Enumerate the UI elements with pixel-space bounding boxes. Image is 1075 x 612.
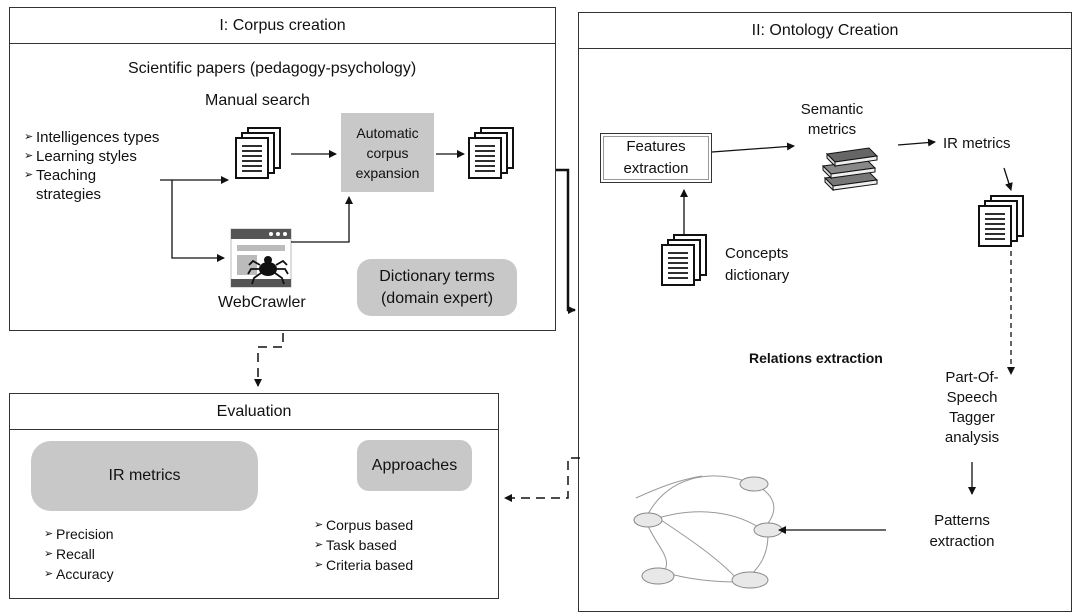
corpus-to-evaluation-connector xyxy=(254,333,284,387)
concepts-dictionary-label: Concepts dictionary xyxy=(725,245,790,284)
approach-list: Corpus based Task based Criteria based xyxy=(314,515,454,575)
topics-list: Intelligences types Learning styles Teac… xyxy=(24,128,164,204)
approach-item: Criteria based xyxy=(314,555,454,575)
metric-text: Precision xyxy=(56,526,114,542)
ontology-ir-metrics-label: IR metrics xyxy=(943,135,1011,152)
patterns-extraction-label: Patterns extraction xyxy=(929,512,995,550)
approach-item: Corpus based xyxy=(314,515,454,535)
topic-item: Intelligences types xyxy=(24,128,164,147)
corpus-subtitle: Scientific papers (pedagogy-psychology) xyxy=(128,60,417,77)
topic-text: Teaching strategies xyxy=(36,167,102,203)
manual-search-label: Manual search xyxy=(205,92,310,109)
semantic-metrics-label: Semantic metrics xyxy=(800,101,864,138)
ontology-creation-panel: II: Ontology Creation xyxy=(578,12,1072,612)
topic-item: Teaching strategies xyxy=(24,166,164,204)
webcrawler-label: WebCrawler xyxy=(218,294,306,311)
ontology-creation-title: II: Ontology Creation xyxy=(579,13,1071,49)
evaluation-title: Evaluation xyxy=(10,394,498,430)
automatic-corpus-expansion-box: Automatic corpus expansion xyxy=(341,113,434,192)
topic-text: Intelligences types xyxy=(36,129,160,146)
topic-text: Learning styles xyxy=(36,148,137,165)
metric-item: Accuracy xyxy=(44,564,164,584)
approach-item: Task based xyxy=(314,535,454,555)
pos-tagger-label: Part-Of- Speech Tagger analysis xyxy=(944,369,1000,446)
corpus-creation-title: I: Corpus creation xyxy=(10,8,555,44)
approach-text: Task based xyxy=(326,537,397,553)
metric-item: Recall xyxy=(44,544,164,564)
metric-text: Recall xyxy=(56,546,95,562)
corpus-to-ontology-connector xyxy=(556,168,576,314)
approach-text: Corpus based xyxy=(326,517,414,533)
metric-text: Accuracy xyxy=(56,566,114,582)
dictionary-terms-box: Dictionary terms (domain expert) xyxy=(357,259,517,316)
relations-extraction-label: Relations extraction xyxy=(749,350,883,366)
evaluation-metrics-list: Precision Recall Accuracy xyxy=(44,524,164,584)
approaches-box: Approaches xyxy=(357,440,472,491)
ontology-to-evaluation-connector xyxy=(504,457,580,502)
metric-item: Precision xyxy=(44,524,164,544)
approach-text: Criteria based xyxy=(326,557,414,573)
evaluation-ir-metrics-box: IR metrics xyxy=(31,441,258,511)
topic-item: Learning styles xyxy=(24,147,164,166)
features-extraction-box: Features extraction xyxy=(600,133,712,183)
